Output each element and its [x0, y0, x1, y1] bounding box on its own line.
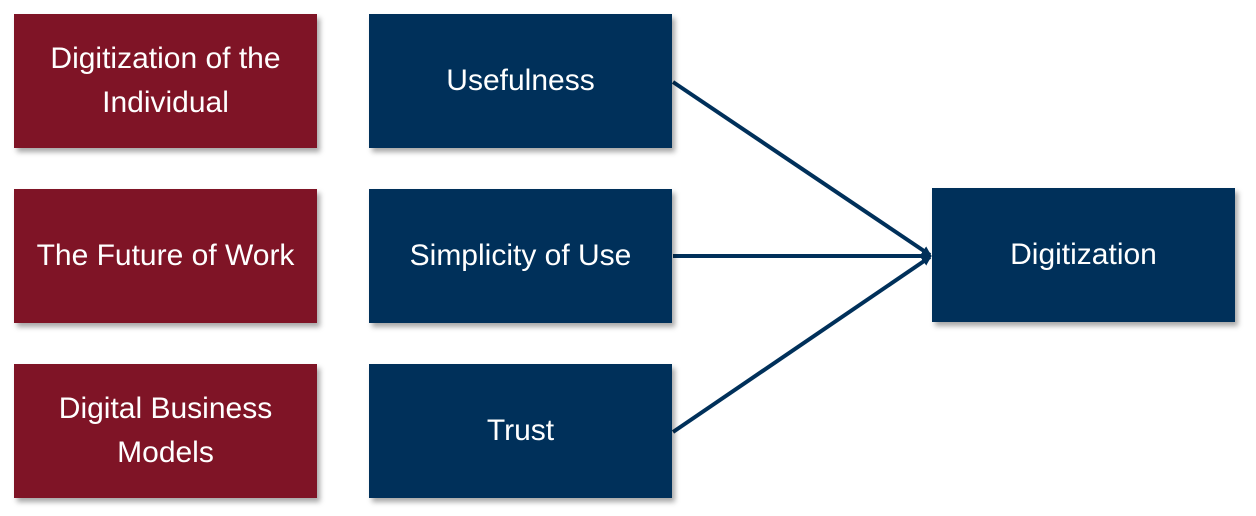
theme-box-future-of-work: The Future of Work [14, 189, 317, 323]
factor-box-usefulness: Usefulness [369, 14, 672, 148]
arrow-trust-to-digitization [671, 255, 932, 434]
arrow-usefulness-to-digitization [671, 80, 932, 257]
theme-label: The Future of Work [36, 239, 295, 272]
outcome-label: Digitization [1010, 238, 1157, 271]
outcome-box-digitization: Digitization [932, 188, 1235, 322]
theme-box-digitization-of-individual: Digitization of the Individual [14, 14, 317, 148]
factor-label: Trust [486, 414, 555, 447]
factor-label: Usefulness [446, 64, 595, 97]
factor-box-simplicity-of-use: Simplicity of Use [369, 189, 672, 323]
theme-label: Digital Business Models [58, 392, 273, 469]
factor-label: Simplicity of Use [409, 239, 632, 272]
factor-box-trust: Trust [369, 364, 672, 498]
theme-label: Digitization of the Individual [50, 42, 281, 119]
theme-box-digital-business-models: Digital Business Models [14, 364, 317, 498]
